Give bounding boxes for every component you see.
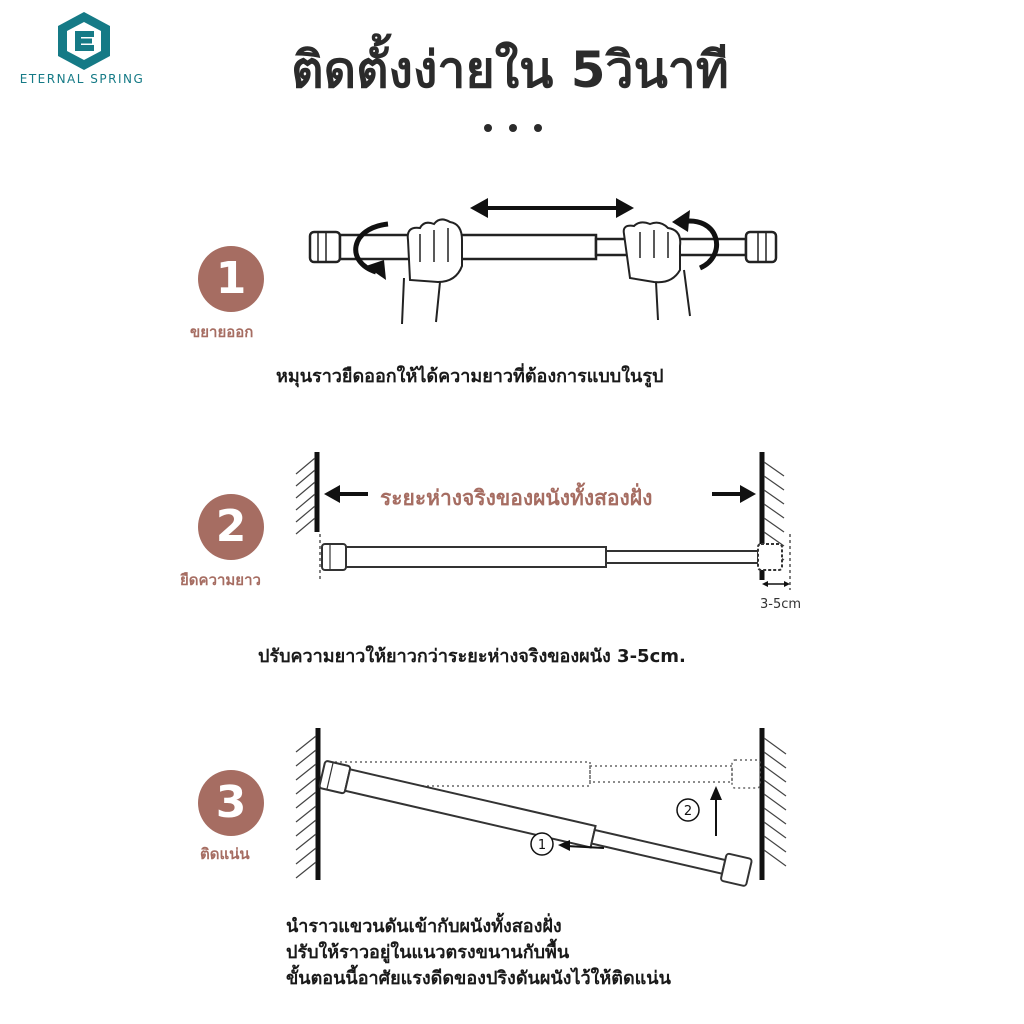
step-1-label: ขยายออก xyxy=(190,323,254,341)
step-3-caption-line-2: ปรับให้ราวอยู่ในแนวตรงขนานกับพื้น xyxy=(286,942,570,964)
marker-1-circle xyxy=(530,832,554,856)
arrow-left-icon xyxy=(324,485,368,503)
arrow-left-icon xyxy=(558,840,605,851)
extra-length-dimension xyxy=(762,581,790,587)
hand-icon xyxy=(622,221,691,321)
step-3-badge: 3 xyxy=(198,770,264,836)
tension-rod xyxy=(318,760,753,887)
left-wall xyxy=(295,452,320,535)
rotate-arrow-icon xyxy=(672,210,719,271)
step-2-badge: 2 xyxy=(198,494,264,560)
hand-icon xyxy=(401,218,463,325)
step-1-badge: 1 xyxy=(198,246,264,312)
wall-distance-label: ระยะห่างจริงของผนังทั้งสองฝั่ง xyxy=(380,486,653,510)
page-title: ติดตั้งง่ายใน 5วินาที xyxy=(291,41,729,99)
step-1-caption: หมุนราวยืดออกให้ได้ความยาวที่ต้องการแบบใ… xyxy=(276,366,664,387)
eternal-spring-logo xyxy=(58,12,110,70)
brand-name: ETERNAL SPRING xyxy=(19,72,145,86)
tension-rod xyxy=(319,534,791,590)
title-dots-decoration xyxy=(484,124,542,132)
left-wall xyxy=(295,728,321,880)
extra-length-label: 3-5cm xyxy=(760,597,801,612)
step-2-label: ยืดความยาว xyxy=(180,571,261,589)
step-3-caption-line-3: ขั้นตอนนี้อาศัยแรงดีดของปริงดันผนังไว้ให… xyxy=(286,968,671,990)
arrow-up-icon xyxy=(710,786,722,836)
step-3-caption: นำราวแขวนดันเข้ากับผนังทั้งสองฝั่ง ปรับใ… xyxy=(286,914,906,992)
marker-2: 2 xyxy=(684,804,692,819)
double-arrow-icon xyxy=(470,198,634,218)
marker-2-circle xyxy=(676,798,700,822)
step-3-caption-line-1: นำราวแขวนดันเข้ากับผนังทั้งสองฝั่ง xyxy=(286,916,562,937)
step-3-label: ติดแน่น xyxy=(200,845,250,863)
step-2-caption: ปรับความยาวให้ยาวกว่าระยะห่างจริงของผนัง… xyxy=(258,646,686,667)
arrow-right-icon xyxy=(712,485,756,503)
marker-1: 1 xyxy=(538,838,546,853)
right-wall xyxy=(759,728,787,880)
rotate-arrow-icon xyxy=(353,221,389,280)
